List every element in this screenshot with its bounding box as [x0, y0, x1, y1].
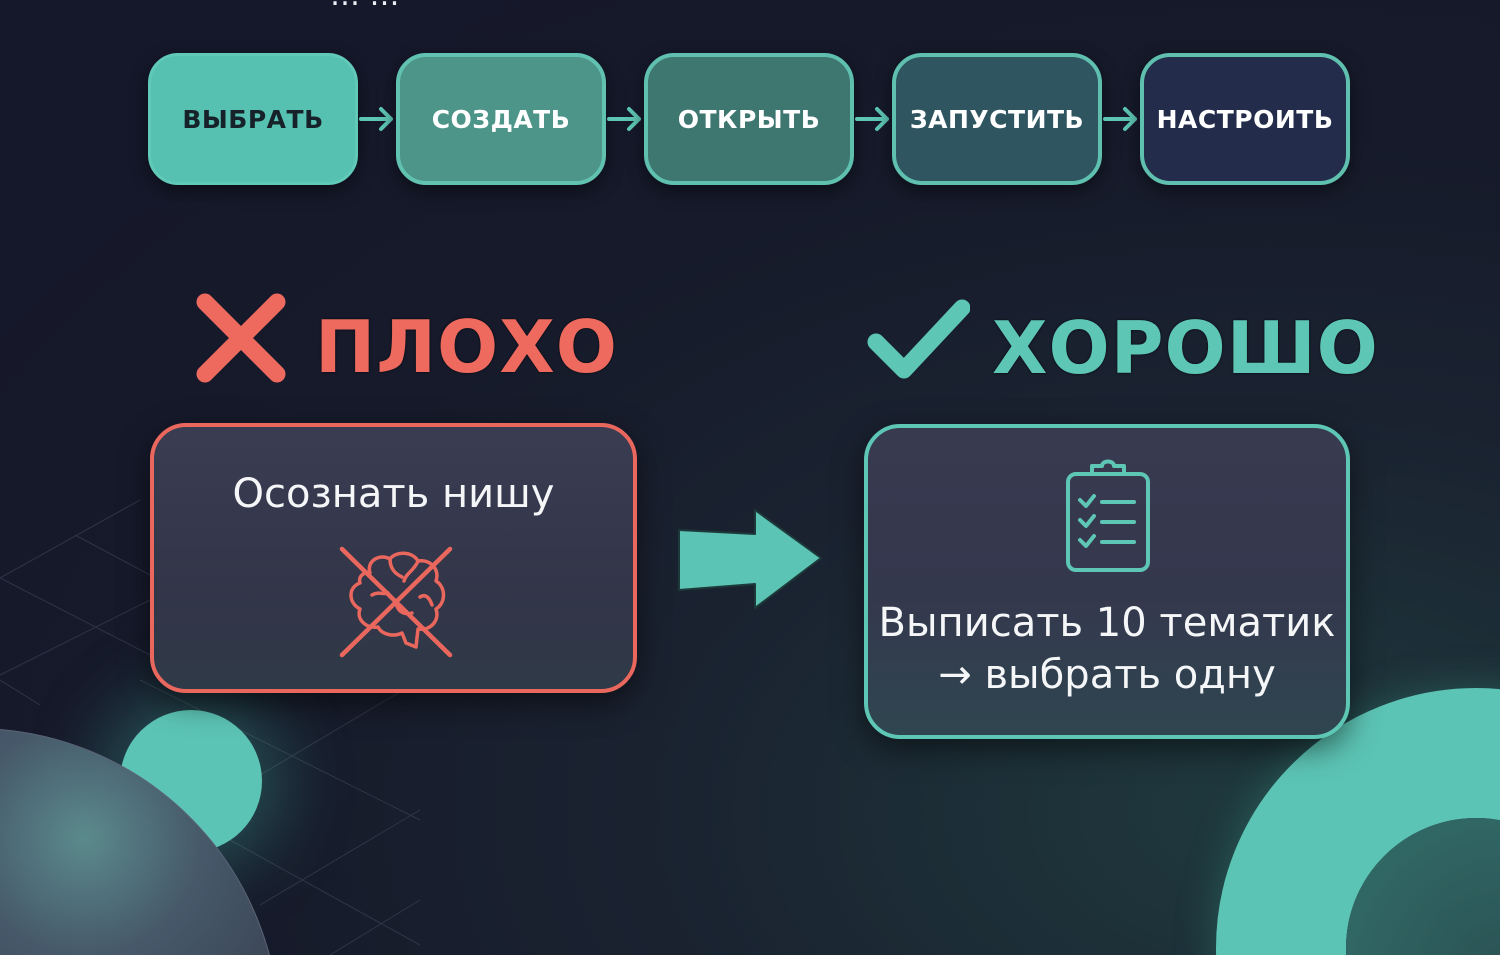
good-example-card: Выписать 10 тематик → выбрать одну	[864, 424, 1350, 739]
step-launch: ЗАПУСТИТЬ	[892, 53, 1102, 185]
check-mark-icon	[866, 298, 971, 397]
clipped-top-text: … …	[330, 0, 750, 13]
step-open: ОТКРЫТЬ	[644, 53, 854, 185]
good-heading-label: ХОРОШО	[992, 305, 1379, 390]
step-label: ЗАПУСТИТЬ	[909, 104, 1085, 134]
process-steps: ВЫБРАТЬ СОЗДАТЬ ОТКРЫТЬ ЗАПУСТИТЬ НАСТРО…	[148, 53, 1350, 185]
step-label: ОТКРЫТЬ	[677, 104, 821, 134]
arrow-right-icon	[358, 104, 396, 134]
good-card-text-line1: Выписать 10 тематик	[878, 600, 1336, 646]
arrow-right-icon	[606, 104, 644, 134]
decorative-ring-center	[1346, 818, 1500, 955]
clipboard-checklist-icon	[1064, 458, 1154, 580]
arrow-right-icon	[1102, 104, 1140, 134]
step-configure: НАСТРОИТЬ	[1140, 53, 1350, 185]
step-label: ВЫБРАТЬ	[182, 104, 324, 134]
good-card-text-line2: → выбрать одну	[938, 652, 1276, 698]
bad-example-card: Осознать нишу	[150, 423, 637, 693]
bad-heading-label: ПЛОХО	[315, 304, 618, 389]
step-choose: ВЫБРАТЬ	[148, 53, 358, 185]
step-create: СОЗДАТЬ	[396, 53, 606, 185]
arrow-right-icon	[854, 104, 892, 134]
step-label: НАСТРОИТЬ	[1156, 104, 1334, 134]
bad-heading: ПЛОХО	[195, 292, 618, 401]
step-label: СОЗДАТЬ	[431, 104, 571, 134]
x-mark-icon	[195, 292, 287, 401]
good-heading: ХОРОШО	[866, 298, 1379, 397]
big-arrow-right-icon	[675, 508, 825, 616]
bad-card-text: Осознать нишу	[232, 471, 555, 517]
brain-crossed-out-icon	[336, 543, 456, 665]
decorative-teal-circle	[120, 710, 262, 852]
decorative-gray-circle	[0, 728, 280, 955]
